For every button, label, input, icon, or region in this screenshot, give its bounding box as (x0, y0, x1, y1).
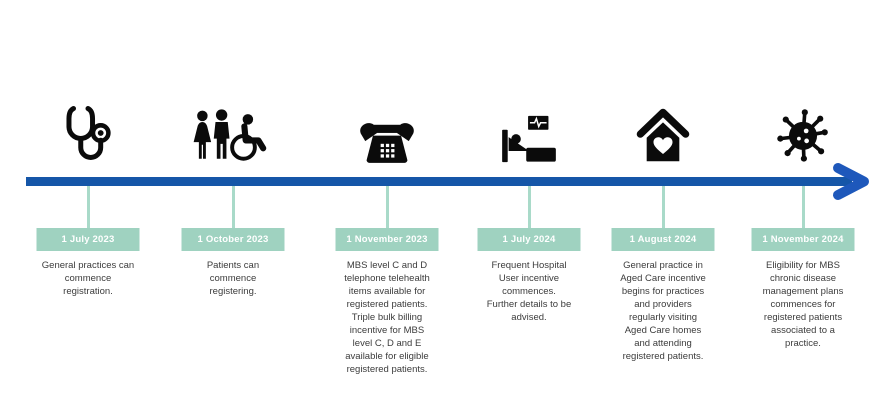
connector-line (661, 186, 665, 228)
milestone-description: Patients can commence registering. (206, 260, 260, 297)
telephone-icon (322, 98, 452, 164)
milestone-1-july-2024: 1 July 2024 Frequent Hospital User incen… (464, 0, 594, 414)
hospital-bed-icon (464, 98, 594, 164)
house-heart-icon (598, 98, 728, 164)
date-badge: 1 July 2023 (36, 228, 140, 251)
connector-line (385, 186, 389, 228)
patients-group-icon (168, 98, 298, 164)
connector-line (527, 186, 531, 228)
connector-line (231, 186, 235, 228)
milestone-1-july-2023: 1 July 2023 General practices can commen… (23, 0, 153, 414)
arrow-right-icon (833, 163, 869, 200)
milestone-1-august-2024: 1 August 2024 General practice in Aged C… (598, 0, 728, 414)
milestone-description: Frequent Hospital User incentive commenc… (486, 260, 572, 323)
milestone-description: Eligibility for MBS chronic disease mana… (762, 260, 844, 349)
milestone-description: General practice in Aged Care incentive … (620, 260, 706, 362)
connector-line (86, 186, 90, 228)
virus-icon (738, 98, 868, 164)
connector-line (801, 186, 805, 228)
timeline-axis (26, 177, 852, 186)
date-badge: 1 July 2024 (477, 228, 581, 251)
milestone-description: General practices can commence registrat… (41, 260, 135, 297)
date-badge: 1 August 2024 (611, 228, 715, 251)
date-badge: 1 October 2023 (181, 228, 285, 251)
milestone-1-october-2023: 1 October 2023 Patients can commence reg… (168, 0, 298, 414)
milestone-1-november-2023: 1 November 2023 MBS level C and D teleph… (322, 0, 452, 414)
date-badge: 1 November 2023 (335, 228, 439, 251)
stethoscope-icon (23, 98, 153, 164)
date-badge: 1 November 2024 (751, 228, 855, 251)
milestone-1-november-2024: 1 November 2024 Eligibility for MBS chro… (738, 0, 868, 414)
milestone-description: MBS level C and D telephone telehealth i… (344, 260, 430, 375)
